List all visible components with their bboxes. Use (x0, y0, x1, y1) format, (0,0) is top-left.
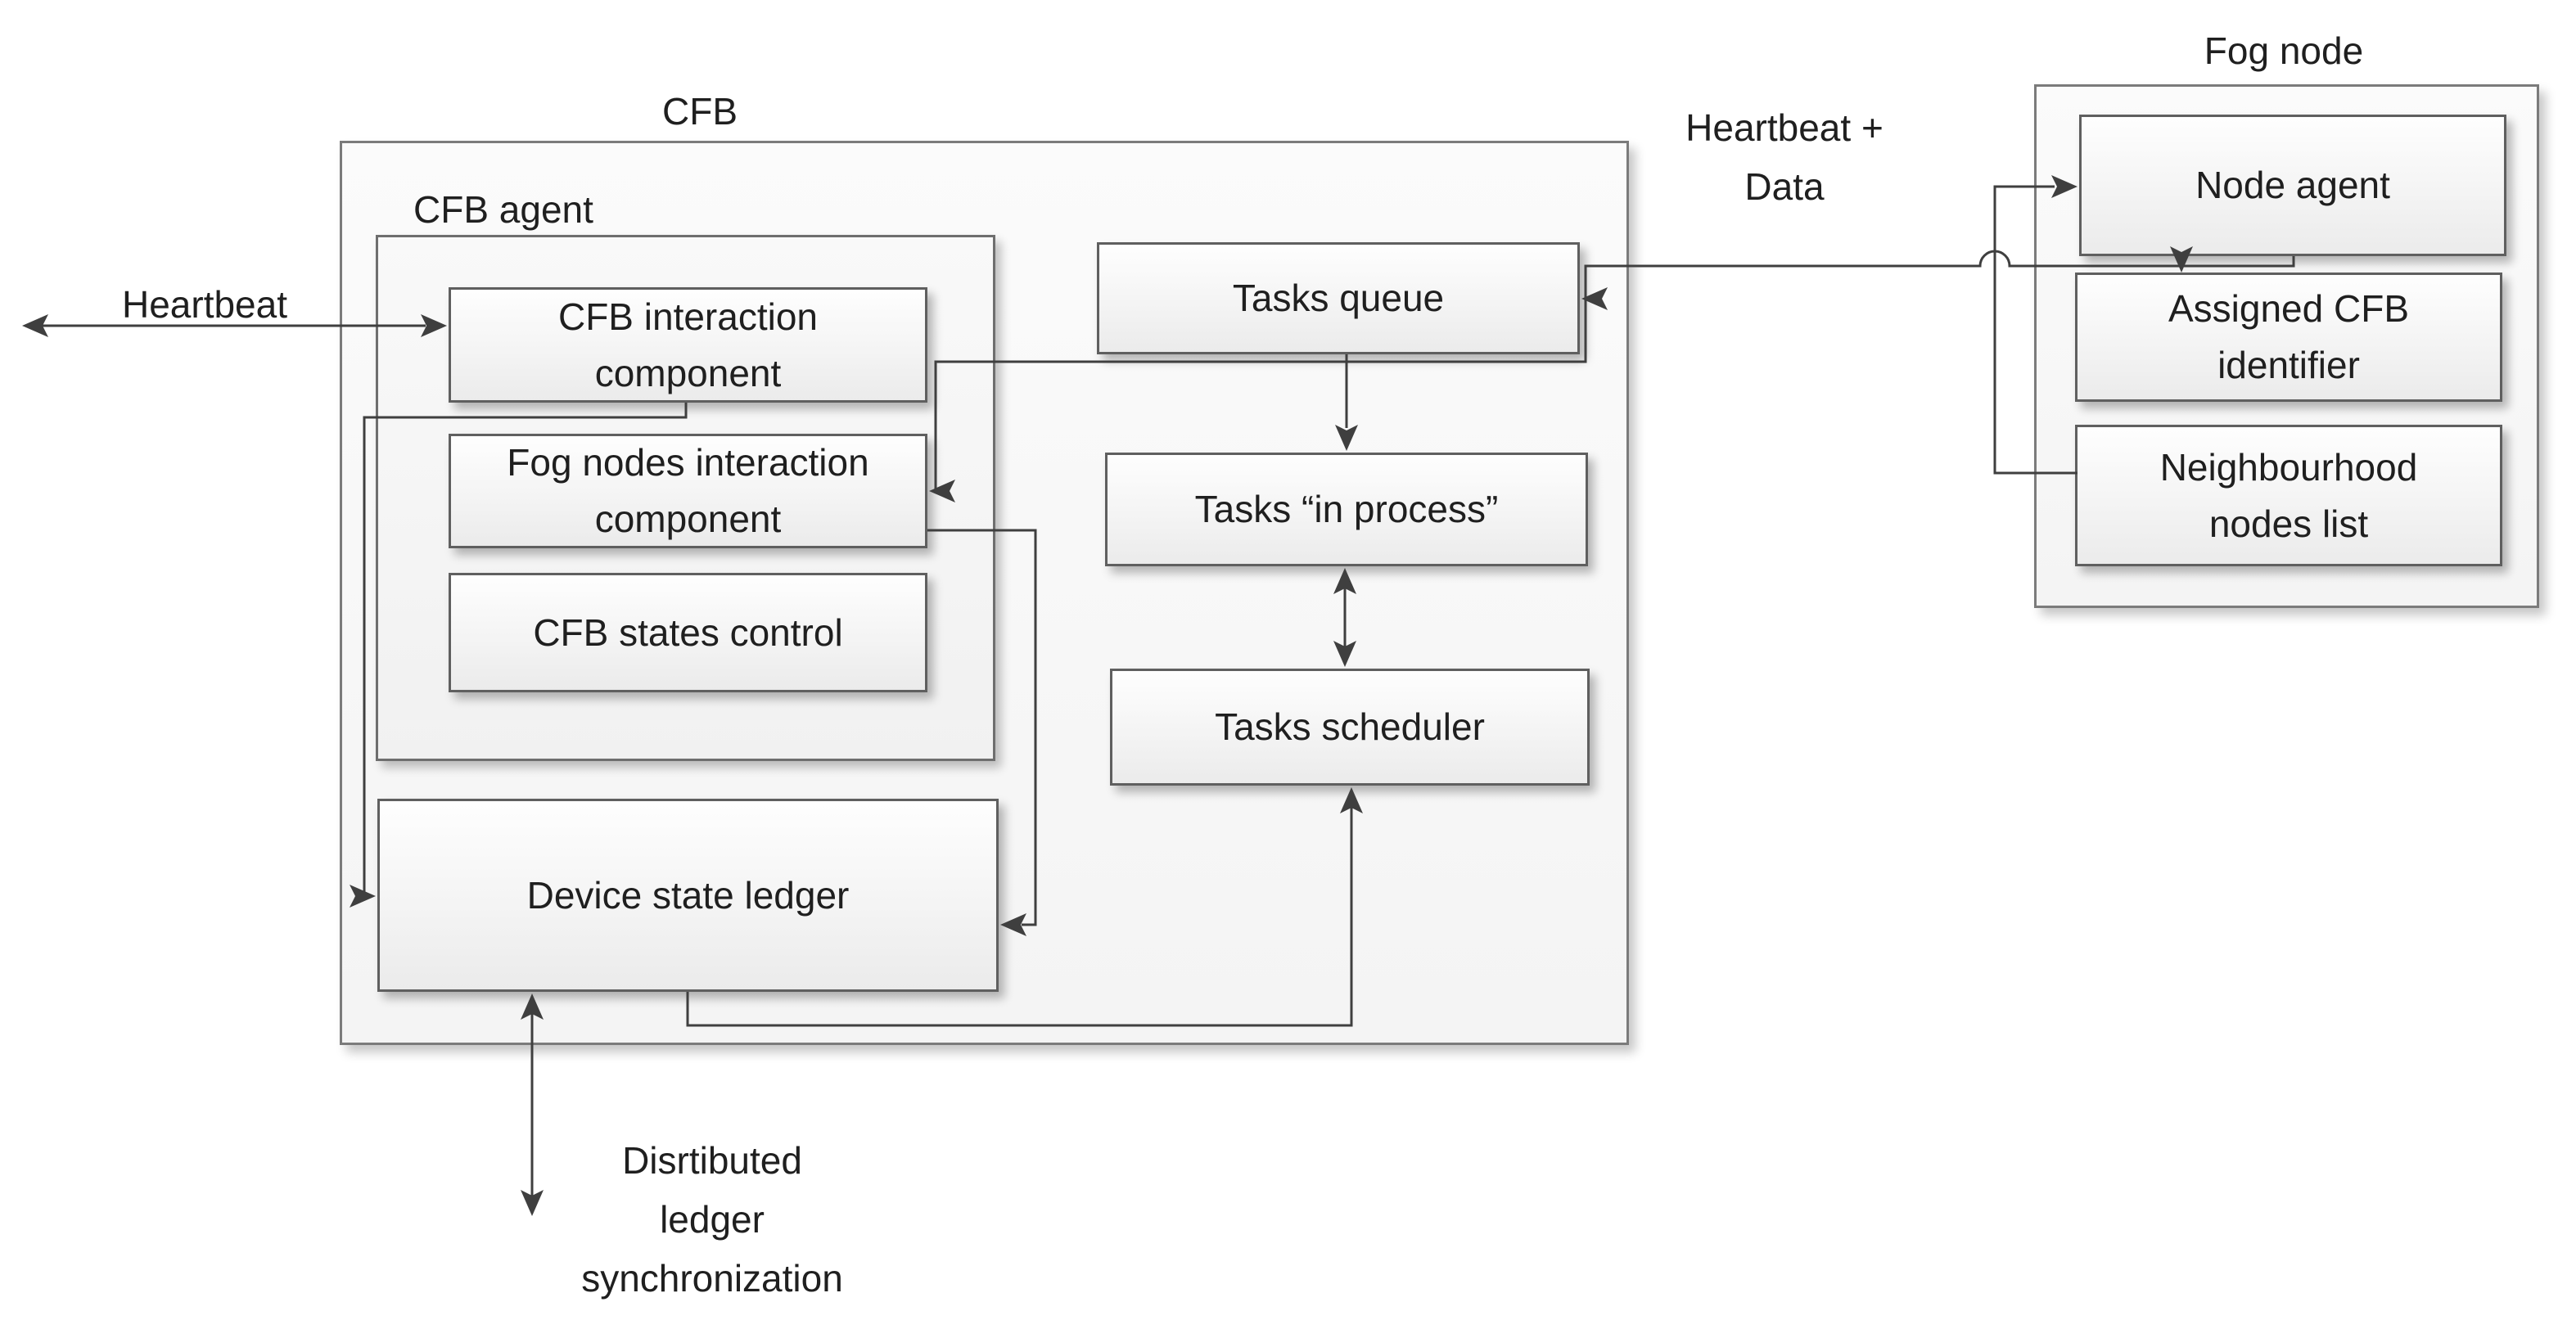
neighbourhood-nodes-list-label: Neighbourhood nodes list (2159, 445, 2418, 545)
cfb-interaction-component-box: CFB interaction component (449, 287, 927, 403)
arrowhead-heartbeat-left (22, 314, 48, 337)
ledger-sync-line2: ledger (660, 1198, 765, 1241)
tasks-queue-label: Tasks queue (1232, 277, 1445, 319)
heartbeat-data-line2: Data (1744, 165, 1825, 208)
cfb-states-control-box: CFB states control (449, 573, 927, 692)
cfb-interaction-component-label: CFB interaction component (557, 295, 818, 394)
fog-node-title: Fog node (2204, 29, 2364, 72)
cfb-agent-label: CFB agent (413, 188, 593, 231)
heartbeat-data-line1: Heartbeat + (1685, 106, 1884, 149)
ledger-sync-line1: Disrtibuted (622, 1139, 802, 1182)
assigned-cfb-identifier-box: Assigned CFB identifier (2075, 273, 2502, 402)
cfb-states-control-label: CFB states control (533, 610, 843, 654)
ledger-sync-line3: synchronization (581, 1257, 843, 1300)
device-state-ledger-box: Device state ledger (377, 799, 999, 992)
neighbourhood-nodes-list-box: Neighbourhood nodes list (2075, 425, 2502, 566)
fog-nodes-interaction-component-label: Fog nodes interaction component (507, 441, 869, 540)
tasks-in-process-box: Tasks “in process” (1105, 453, 1588, 566)
cfb-title: CFB (662, 90, 738, 133)
node-agent-box: Node agent (2079, 115, 2506, 256)
fog-nodes-interaction-component-box: Fog nodes interaction component (449, 434, 927, 548)
tasks-scheduler-box: Tasks scheduler (1110, 669, 1590, 786)
assigned-cfb-identifier-label: Assigned CFB identifier (2168, 287, 2409, 386)
heartbeat-label: Heartbeat (121, 283, 287, 326)
device-state-ledger-label: Device state ledger (526, 873, 850, 917)
tasks-scheduler-label: Tasks scheduler (1215, 705, 1485, 748)
ledger-sync-label: Disrtibuted ledger synchronization (540, 1131, 884, 1308)
tasks-queue-box: Tasks queue (1097, 242, 1580, 354)
tasks-in-process-label: Tasks “in process” (1194, 488, 1499, 530)
heartbeat-data-label: Heartbeat + Data (1653, 98, 1915, 216)
node-agent-label: Node agent (2195, 164, 2390, 206)
